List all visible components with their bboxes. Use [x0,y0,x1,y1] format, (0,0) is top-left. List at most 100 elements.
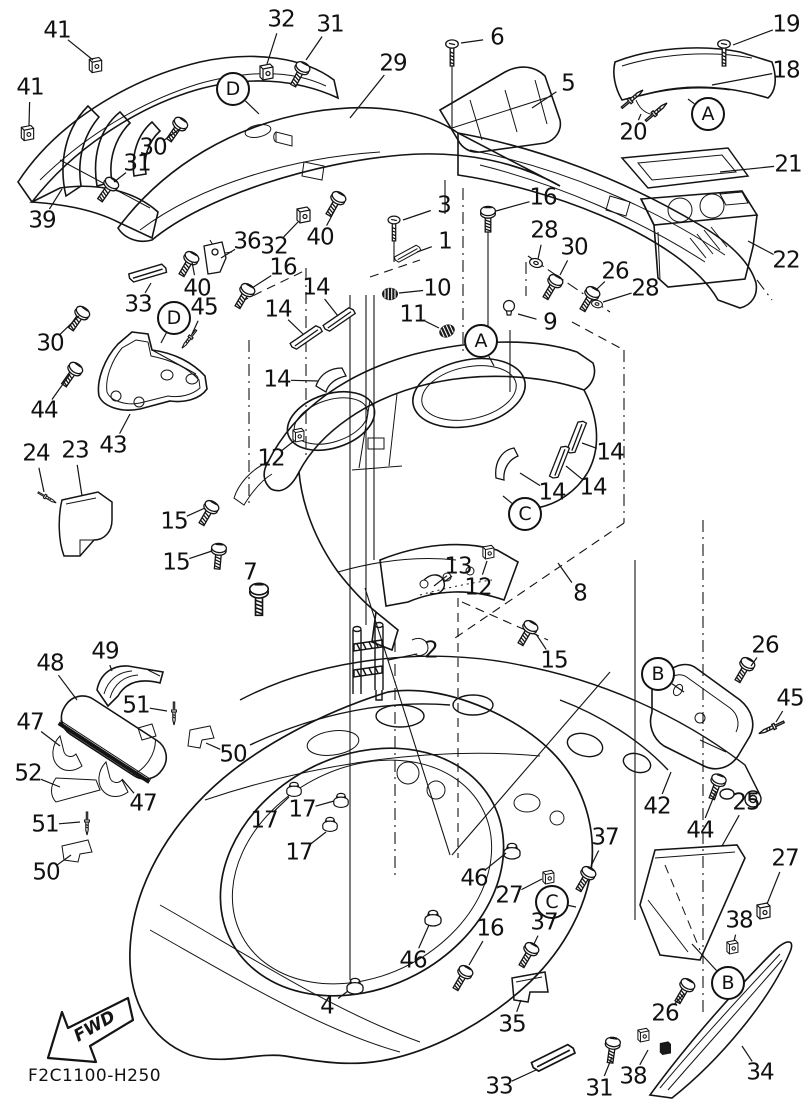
callout-26: 26 [601,258,629,285]
leader-line [164,127,182,141]
leader-line [590,850,600,867]
callout-7: 7 [243,559,258,586]
callout-14: 14 [263,366,291,393]
leader-line [747,240,774,256]
callout-33: 33 [124,291,152,318]
callout-12: 12 [464,574,492,601]
side-cowl [457,132,758,309]
leader-line [484,852,507,871]
leader-line [186,507,206,517]
leader-line [281,440,295,451]
hook-13 [423,574,453,595]
leader-line [58,821,81,825]
callout-44: 44 [686,817,714,844]
callout-20: 20 [619,119,647,146]
leader-line [205,742,221,750]
leader-line [488,355,495,367]
leader-line [119,413,131,434]
leader-line [251,275,272,289]
callout-31: 31 [585,1075,613,1102]
tab-36 [203,241,227,275]
callout-38: 38 [725,907,753,934]
callout-2: 2 [424,637,439,664]
callout-18: 18 [772,57,800,84]
callout-35: 35 [498,1011,526,1038]
bracket-35 [511,971,549,1003]
leader-line [305,36,323,61]
leader-line [349,74,385,119]
leader-line [28,101,31,127]
leader-line [57,674,78,701]
leader-line [519,472,541,487]
leader-line [766,871,781,905]
callout-10: 10 [423,275,451,302]
callout-28: 28 [631,275,659,302]
callout-50: 50 [32,859,60,886]
leader-line [315,800,335,807]
callout-46: 46 [399,947,427,974]
callout-9: 9 [543,309,558,336]
callout-15: 15 [160,508,188,535]
callout-32: 32 [267,6,295,33]
leader-line [602,292,632,303]
leader-line [51,373,71,400]
construction-lines [239,62,773,1012]
callout-42: 42 [643,793,671,820]
callout-17: 17 [288,796,316,823]
callout-23: 23 [61,437,89,464]
leader-line [418,924,430,949]
fire-extinguisher-holder [51,665,215,863]
callout-30: 30 [36,330,64,357]
leader-line [711,73,773,86]
callout-31: 31 [316,11,344,38]
leader-line [121,778,135,794]
leader-line [481,560,488,575]
ref-D: D [216,72,250,106]
side-cover-25 [639,844,746,961]
callout-19: 19 [772,11,800,38]
callout-39: 39 [28,207,56,234]
callout-24: 24 [22,440,50,467]
callout-5: 5 [561,70,576,97]
storage-gasket [620,147,750,189]
callout-29: 29 [379,50,407,77]
leader-line [326,203,339,226]
leader-line [433,575,448,587]
leader-line [189,550,213,560]
callout-15: 15 [162,549,190,576]
leader-line [511,1069,537,1082]
leader-line [533,935,539,945]
side-trim-34 [648,941,793,1099]
callout-44: 44 [30,397,58,424]
callout-14: 14 [538,479,566,506]
callout-34: 34 [746,1059,774,1086]
callout-17: 17 [250,807,278,834]
leader-line [535,633,547,650]
callout-14: 14 [264,296,292,323]
front-hull-cover [129,689,594,1065]
fwd-arrow: FWD [46,996,135,1064]
callout-13: 13 [444,553,472,580]
leader-line [775,710,784,723]
callout-21: 21 [774,151,802,178]
callout-50: 50 [219,741,247,768]
callout-37: 37 [591,824,619,851]
callout-41: 41 [16,74,44,101]
leader-line [531,91,557,109]
deck [239,655,762,808]
leader-line [671,683,685,693]
callout-28: 28 [530,217,558,244]
callout-1: 1 [438,228,453,255]
leader-line [565,465,583,480]
leader-line [704,790,717,819]
leader-line [149,707,168,712]
callout-30: 30 [560,234,588,261]
callout-47: 47 [16,709,44,736]
leader-line [40,731,61,747]
leader-line [266,33,278,65]
leader-line [495,201,530,212]
leader-line [402,209,431,221]
latch-screws-20 [619,87,670,124]
callout-16: 16 [269,254,297,281]
